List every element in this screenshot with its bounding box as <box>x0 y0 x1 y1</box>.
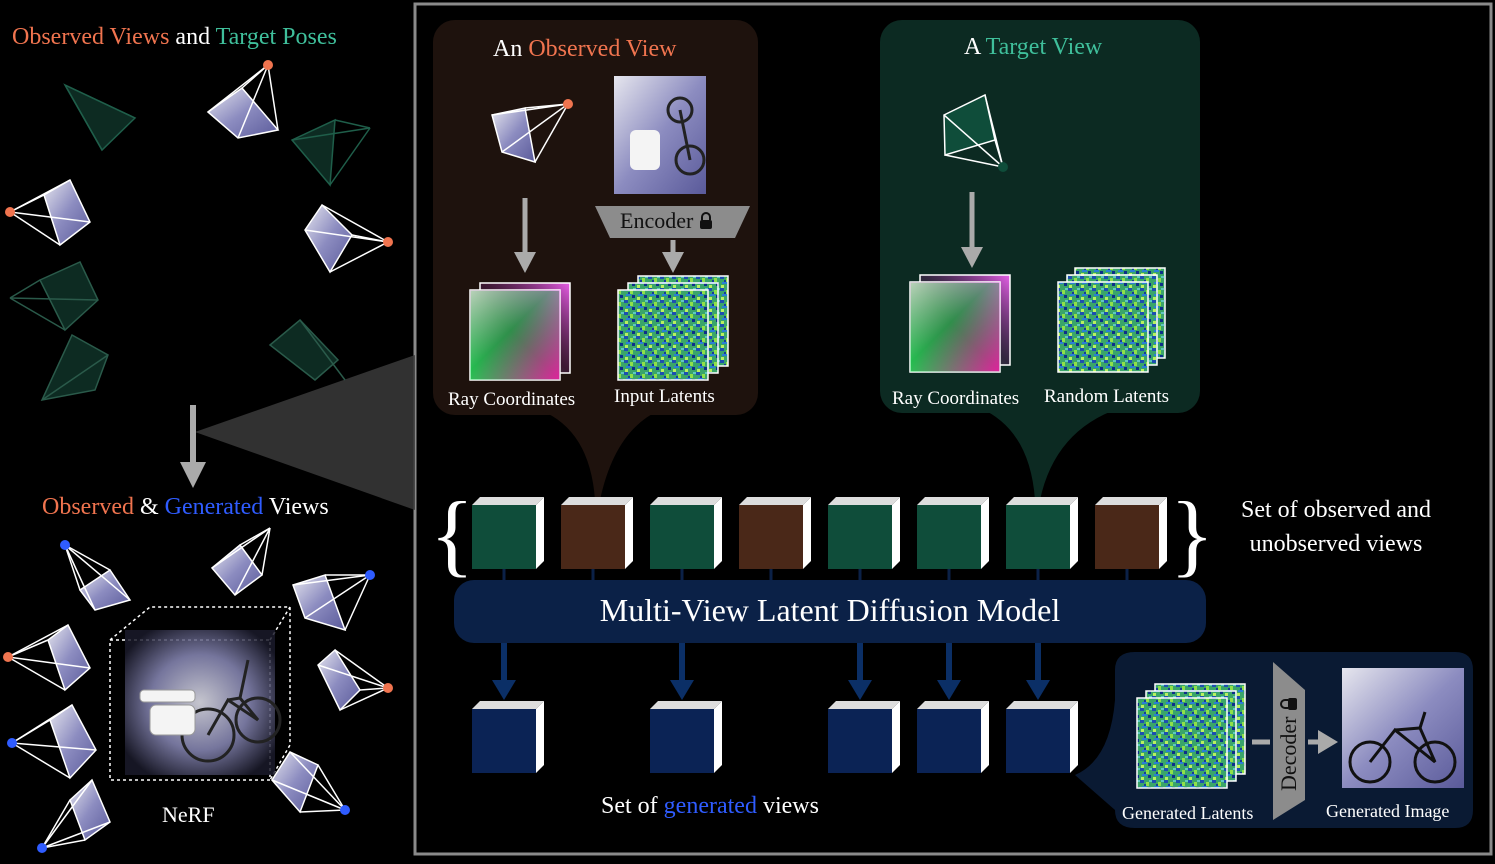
zoom-wedge <box>195 355 415 510</box>
left-brace: { <box>430 483 474 585</box>
gen-latent-1 <box>1136 697 1228 789</box>
model-label: Multi-View Latent Diffusion Model <box>599 592 1061 628</box>
target-panel-title: A Target View <box>964 34 1102 61</box>
observed-panel-title-highlight: Observed View <box>528 36 677 62</box>
left-top-title: Observed Views and Target Poses <box>12 24 337 51</box>
set-label-line2: unobserved views <box>1249 531 1423 557</box>
target-camera-2 <box>290 118 371 187</box>
encoder-text: Encoder <box>620 208 694 233</box>
obs-camera-5 <box>317 648 393 712</box>
observed-latent-cube <box>561 497 633 569</box>
tgt-latent-1 <box>1057 281 1149 373</box>
left-bottom-title: Observed & Generated Views <box>42 494 329 521</box>
observed-image-bike <box>666 96 706 176</box>
generated-set-prefix: Set of <box>601 793 658 819</box>
gen-latents-label: Generated Latents <box>1122 803 1254 823</box>
target-panel-bg <box>880 20 1200 500</box>
generated-latent-cube <box>917 701 989 773</box>
target-latent-cube <box>1006 497 1078 569</box>
tgt-latent-label: Random Latents <box>1044 386 1170 407</box>
tgt-ray-label: Ray Coordinates <box>892 388 1020 409</box>
gen-camera-3 <box>292 570 375 632</box>
lock-icon <box>1278 697 1304 711</box>
gen-camera-6 <box>37 778 111 853</box>
observed-image <box>614 76 706 194</box>
target-camera-5 <box>268 318 346 381</box>
observed-panel-title-prefix: An <box>493 36 523 62</box>
decoder-label-wrap: Decoder <box>1275 690 1305 800</box>
output-row <box>472 643 1078 773</box>
arrow-head <box>937 680 961 700</box>
set-label-line1: Set of observed and <box>1241 497 1431 523</box>
arrow-head <box>848 680 872 700</box>
gen-camera-1 <box>60 540 132 611</box>
obs-ray-label: Ray Coordinates <box>448 389 576 410</box>
title-target-poses: Target Poses <box>215 24 337 50</box>
gen-camera-2 <box>210 527 271 597</box>
title-and: and <box>175 24 211 50</box>
observed-panel-bg <box>433 20 758 500</box>
obs-latent-1 <box>617 289 709 381</box>
target-camera-3 <box>9 261 99 332</box>
title-observed-views: Observed Views <box>12 24 170 50</box>
target-panel-title-highlight: Target View <box>985 34 1103 60</box>
target-latent-cube <box>650 497 722 569</box>
lock-icon <box>699 210 713 236</box>
target-camera-1 <box>63 83 137 152</box>
nerf-label: NeRF <box>162 802 215 827</box>
generated-image-bike <box>1348 711 1457 784</box>
target-latent-cube <box>828 497 900 569</box>
title-generated: Generated <box>164 494 264 520</box>
obs-camera-4 <box>3 623 91 692</box>
target-camera-4 <box>40 333 109 402</box>
observed-panel-camera <box>491 99 573 164</box>
generated-latent-cube <box>472 701 544 773</box>
observed-panel-title: An Observed View <box>493 36 676 63</box>
right-brace: } <box>1170 483 1214 585</box>
observed-camera-1 <box>206 60 280 139</box>
title-observed: Observed <box>42 494 134 520</box>
latent-row <box>472 497 1167 582</box>
arrow-head <box>670 680 694 700</box>
generated-latent-cube <box>828 701 900 773</box>
observed-latent-cube <box>1095 497 1167 569</box>
gen-camera-4 <box>7 703 97 780</box>
title-views: Views <box>268 494 329 520</box>
observed-image-bench <box>630 130 660 170</box>
generated-set-label: Set of generated views <box>601 793 819 820</box>
decoder-label: Decoder <box>1276 691 1304 797</box>
target-panel-camera <box>943 93 1008 172</box>
obs-latent-label: Input Latents <box>614 386 715 407</box>
nerf-bench <box>139 689 196 736</box>
decoder-text: Decoder <box>1276 716 1301 792</box>
target-latent-cube <box>917 497 989 569</box>
encoder-block <box>595 206 750 238</box>
generated-set-suffix: views <box>762 793 819 819</box>
arrow-head <box>492 680 516 700</box>
target-latent-cube <box>472 497 544 569</box>
encoder-label: Encoder <box>620 208 713 236</box>
observed-latent-cube <box>739 497 811 569</box>
decoder-arrow <box>1318 730 1338 754</box>
observed-camera-3 <box>304 203 393 274</box>
model-bar <box>454 580 1206 643</box>
observed-camera-2 <box>5 178 91 247</box>
generated-latent-cube <box>1006 701 1078 773</box>
generated-latent-cube <box>650 701 722 773</box>
gen-image-label: Generated Image <box>1326 801 1450 821</box>
arrow-head <box>1026 680 1050 700</box>
gen-camera-5 <box>271 751 350 815</box>
title-ampersand: & <box>139 494 159 520</box>
target-panel-title-prefix: A <box>964 34 981 60</box>
generated-set-highlight: generated <box>663 793 757 819</box>
